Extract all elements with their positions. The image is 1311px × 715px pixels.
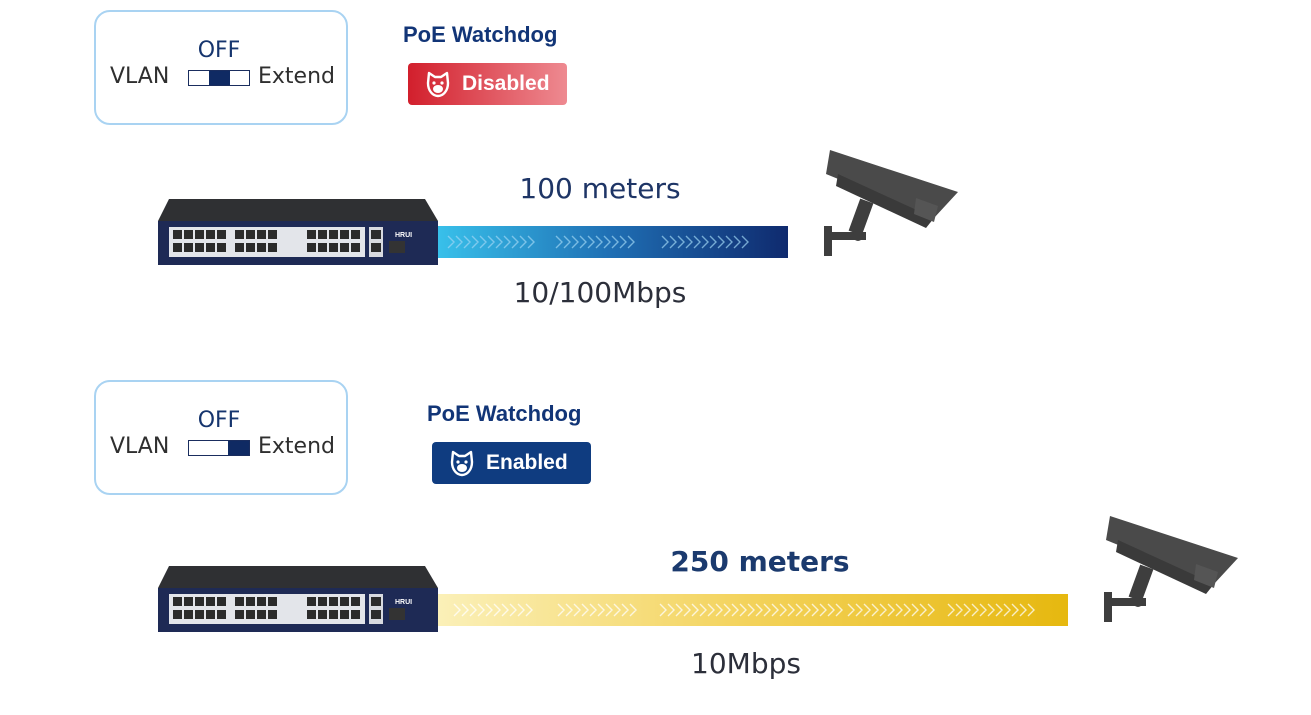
watchdog-status-text: Disabled: [462, 72, 550, 95]
switch-vlan-label: VLAN: [110, 64, 170, 89]
scenario-default: OFF VLAN Extend PoE Watchdog Disabled: [0, 0, 1311, 345]
watchdog-dog-icon: [426, 71, 450, 98]
distance-label: 100 meters: [519, 172, 681, 205]
poe-switch-device: HRUI: [158, 199, 438, 265]
poe-watchdog-title: PoE Watchdog: [427, 401, 582, 426]
dip-switch-card: OFF VLAN Extend: [94, 10, 348, 125]
watchdog-disabled-badge: Disabled: [408, 63, 567, 105]
switch-extend-label: Extend: [258, 434, 335, 459]
speed-label: 10/100Mbps: [513, 276, 687, 309]
device-brand: HRUI: [395, 232, 412, 239]
switch-off-label: OFF: [197, 408, 241, 433]
ethernet-cable-100m: [438, 226, 788, 258]
switch-vlan-label: VLAN: [110, 434, 170, 459]
distance-label: 250 meters: [670, 545, 850, 578]
speed-label: 10Mbps: [691, 647, 801, 680]
dip-switch[interactable]: [188, 70, 250, 86]
switch-off-label: OFF: [197, 38, 241, 63]
watchdog-enabled-badge: Enabled: [432, 442, 591, 484]
poe-watchdog-title: PoE Watchdog: [403, 22, 558, 47]
cctv-camera-icon: [1104, 516, 1238, 622]
watchdog-status-text: Enabled: [486, 451, 568, 474]
dip-switch-knob[interactable]: [228, 441, 249, 455]
scenario-extend: OFF VLAN Extend PoE Watchdog Enabled H: [0, 370, 1311, 715]
switch-extend-label: Extend: [258, 64, 335, 89]
cctv-camera-icon: [824, 150, 958, 256]
dip-switch-knob[interactable]: [209, 71, 230, 85]
dip-switch[interactable]: [188, 440, 250, 456]
watchdog-dog-icon: [450, 450, 474, 477]
ethernet-cable-250m: [438, 594, 1068, 626]
device-brand: HRUI: [395, 599, 412, 606]
poe-switch-device: HRUI: [158, 566, 438, 632]
dip-switch-card: OFF VLAN Extend: [94, 380, 348, 495]
